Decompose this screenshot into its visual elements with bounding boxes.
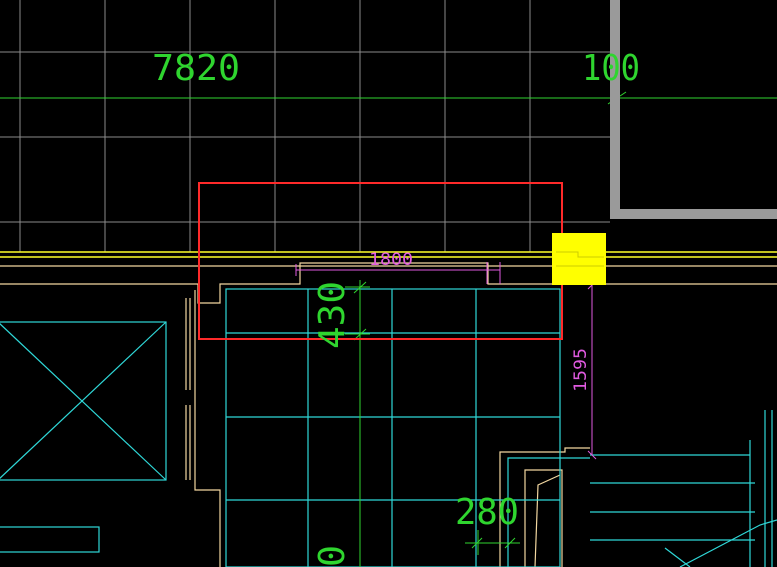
bottom-dimension-280	[465, 530, 520, 555]
dimension-text-top-right: 100	[582, 48, 640, 89]
cream-wall-outlines	[0, 262, 777, 567]
grid-lines	[0, 0, 610, 252]
column-outline	[610, 0, 777, 219]
highlighted-block[interactable]	[552, 233, 606, 285]
dimension-text-1595: 1595	[571, 348, 591, 392]
dimension-text-top-left: 7820	[152, 48, 240, 89]
dimension-text-280: 280	[455, 492, 519, 533]
dimension-text-1800: 1800	[369, 250, 413, 270]
dimension-text-bottom-partial: 0	[312, 545, 353, 567]
magenta-dimension-lines	[295, 262, 597, 460]
dimension-text-430: 430	[312, 281, 353, 349]
highlighted-block-outline	[556, 251, 604, 267]
cyan-elements	[0, 288, 777, 567]
yellow-wall-lines	[0, 251, 777, 258]
